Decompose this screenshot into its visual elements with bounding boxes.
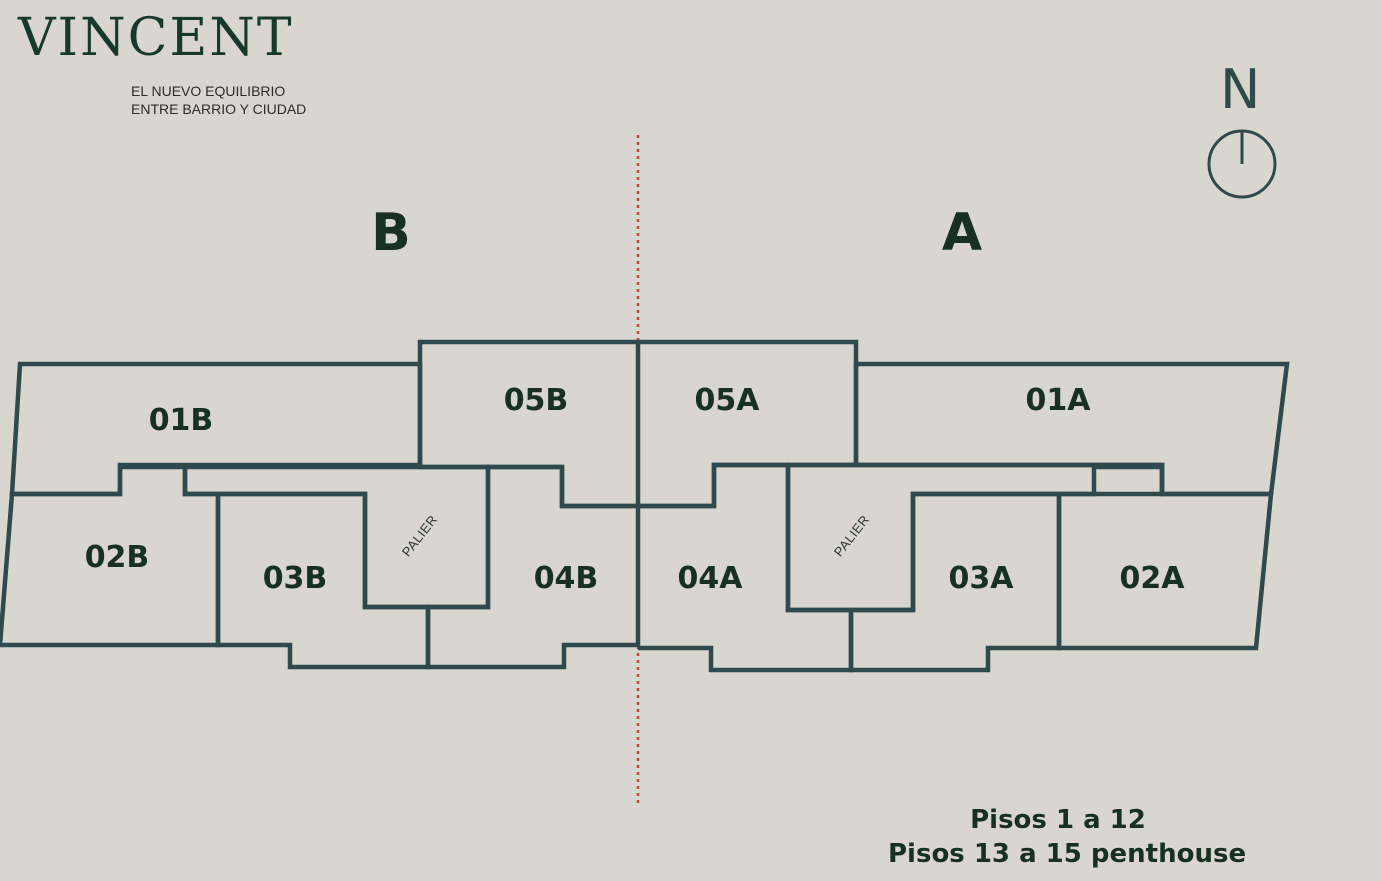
unit-outline-05a (638, 339, 859, 509)
floors-line1: Pisos 1 a 12 (970, 805, 1146, 835)
brand-tagline-line1: EL NUEVO EQUILIBRIO (131, 83, 286, 99)
palier-label-left: PALIER (399, 512, 441, 559)
palier-outline-left (182, 464, 491, 610)
brand-logo: VINCENT EL NUEVO EQUILIBRIO ENTRE BARRIO… (18, 8, 328, 117)
unit-outline-04b (425, 464, 641, 670)
unit-label-04b: 04B (534, 561, 599, 596)
brand-tagline: EL NUEVO EQUILIBRIO ENTRE BARRIO Y CIUDA… (131, 82, 306, 118)
compass-north-label: N (1220, 58, 1261, 121)
unit-outline-02a (1056, 464, 1274, 651)
unit-label-01a: 01A (1026, 383, 1092, 418)
unit-outline-04a (638, 462, 854, 673)
unit-label-02b: 02B (85, 540, 150, 575)
wing-label-b: B (371, 203, 411, 263)
unit-label-04a: 04A (678, 561, 744, 596)
unit-label-03b: 03B (263, 561, 328, 596)
unit-label-05b: 05B (504, 383, 569, 418)
wing-label-a: A (942, 203, 982, 263)
compass-icon (1207, 129, 1277, 199)
brand-tagline-line2: ENTRE BARRIO Y CIUDAD (131, 101, 307, 117)
floors-line2: Pisos 13 a 15 penthouse (888, 839, 1247, 869)
unit-outline-01b (9, 361, 423, 497)
unit-label-02a: 02A (1120, 561, 1186, 596)
unit-label-01b: 01B (149, 403, 214, 438)
unit-label-05a: 05A (695, 383, 761, 418)
brand-name: VINCENT (18, 8, 294, 68)
floors-info: Pisos 1 a 12 Pisos 13 a 15 penthouse (888, 803, 1247, 871)
unit-outline-05b (417, 339, 641, 509)
palier-label-right: PALIER (831, 512, 873, 559)
unit-label-03a: 03A (949, 561, 1015, 596)
north-compass: N (1204, 60, 1280, 205)
